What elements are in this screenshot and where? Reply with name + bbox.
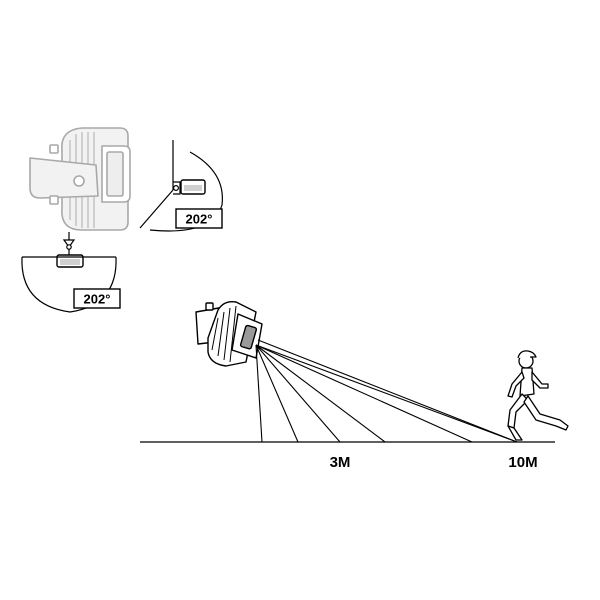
top-view-coverage: [21, 232, 117, 313]
side-view-coverage: [139, 140, 223, 232]
motion-sensor-icon: [195, 300, 263, 367]
side-view-angle-badge: 202°: [175, 208, 223, 229]
top-view-angle-badge: 202°: [73, 288, 121, 309]
walking-person-icon: [507, 350, 569, 441]
side-view-angle-label: 202°: [186, 212, 213, 227]
distance-label-near: 3M: [330, 454, 351, 471]
distance-label-far: 10M: [508, 454, 537, 471]
faded-sensor-illustration: [29, 127, 131, 231]
detection-beams: [255, 339, 518, 443]
top-view-angle-label: 202°: [84, 292, 111, 307]
